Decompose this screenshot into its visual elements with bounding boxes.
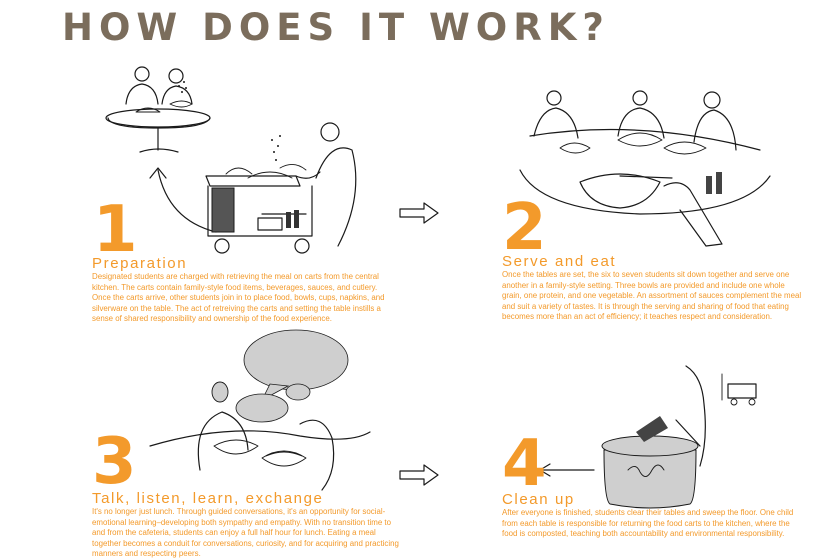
page-title: HOW DOES IT WORK? xyxy=(62,6,610,49)
step-number: 4 xyxy=(502,427,547,501)
step-heading: Preparation xyxy=(92,255,188,272)
step-description: After everyone is finished, students cle… xyxy=(502,508,794,539)
step-description: It's no longer just lunch. Through guide… xyxy=(92,507,399,559)
step-number: 1 xyxy=(93,193,138,267)
arrow-right-icon xyxy=(399,202,439,224)
step-description: Once the tables are set, the six to seve… xyxy=(502,270,802,322)
step-heading: Talk, listen, learn, exchange xyxy=(92,490,324,507)
speech-bubble xyxy=(285,383,311,401)
step-description: Designated students are charged with ret… xyxy=(92,272,385,324)
step-number: 2 xyxy=(502,191,547,265)
arrow-right-icon xyxy=(399,464,439,486)
speech-bubble xyxy=(235,393,289,423)
step-heading: Clean up xyxy=(502,491,575,508)
step-number: 3 xyxy=(92,425,137,499)
step-heading: Serve and eat xyxy=(502,253,617,270)
